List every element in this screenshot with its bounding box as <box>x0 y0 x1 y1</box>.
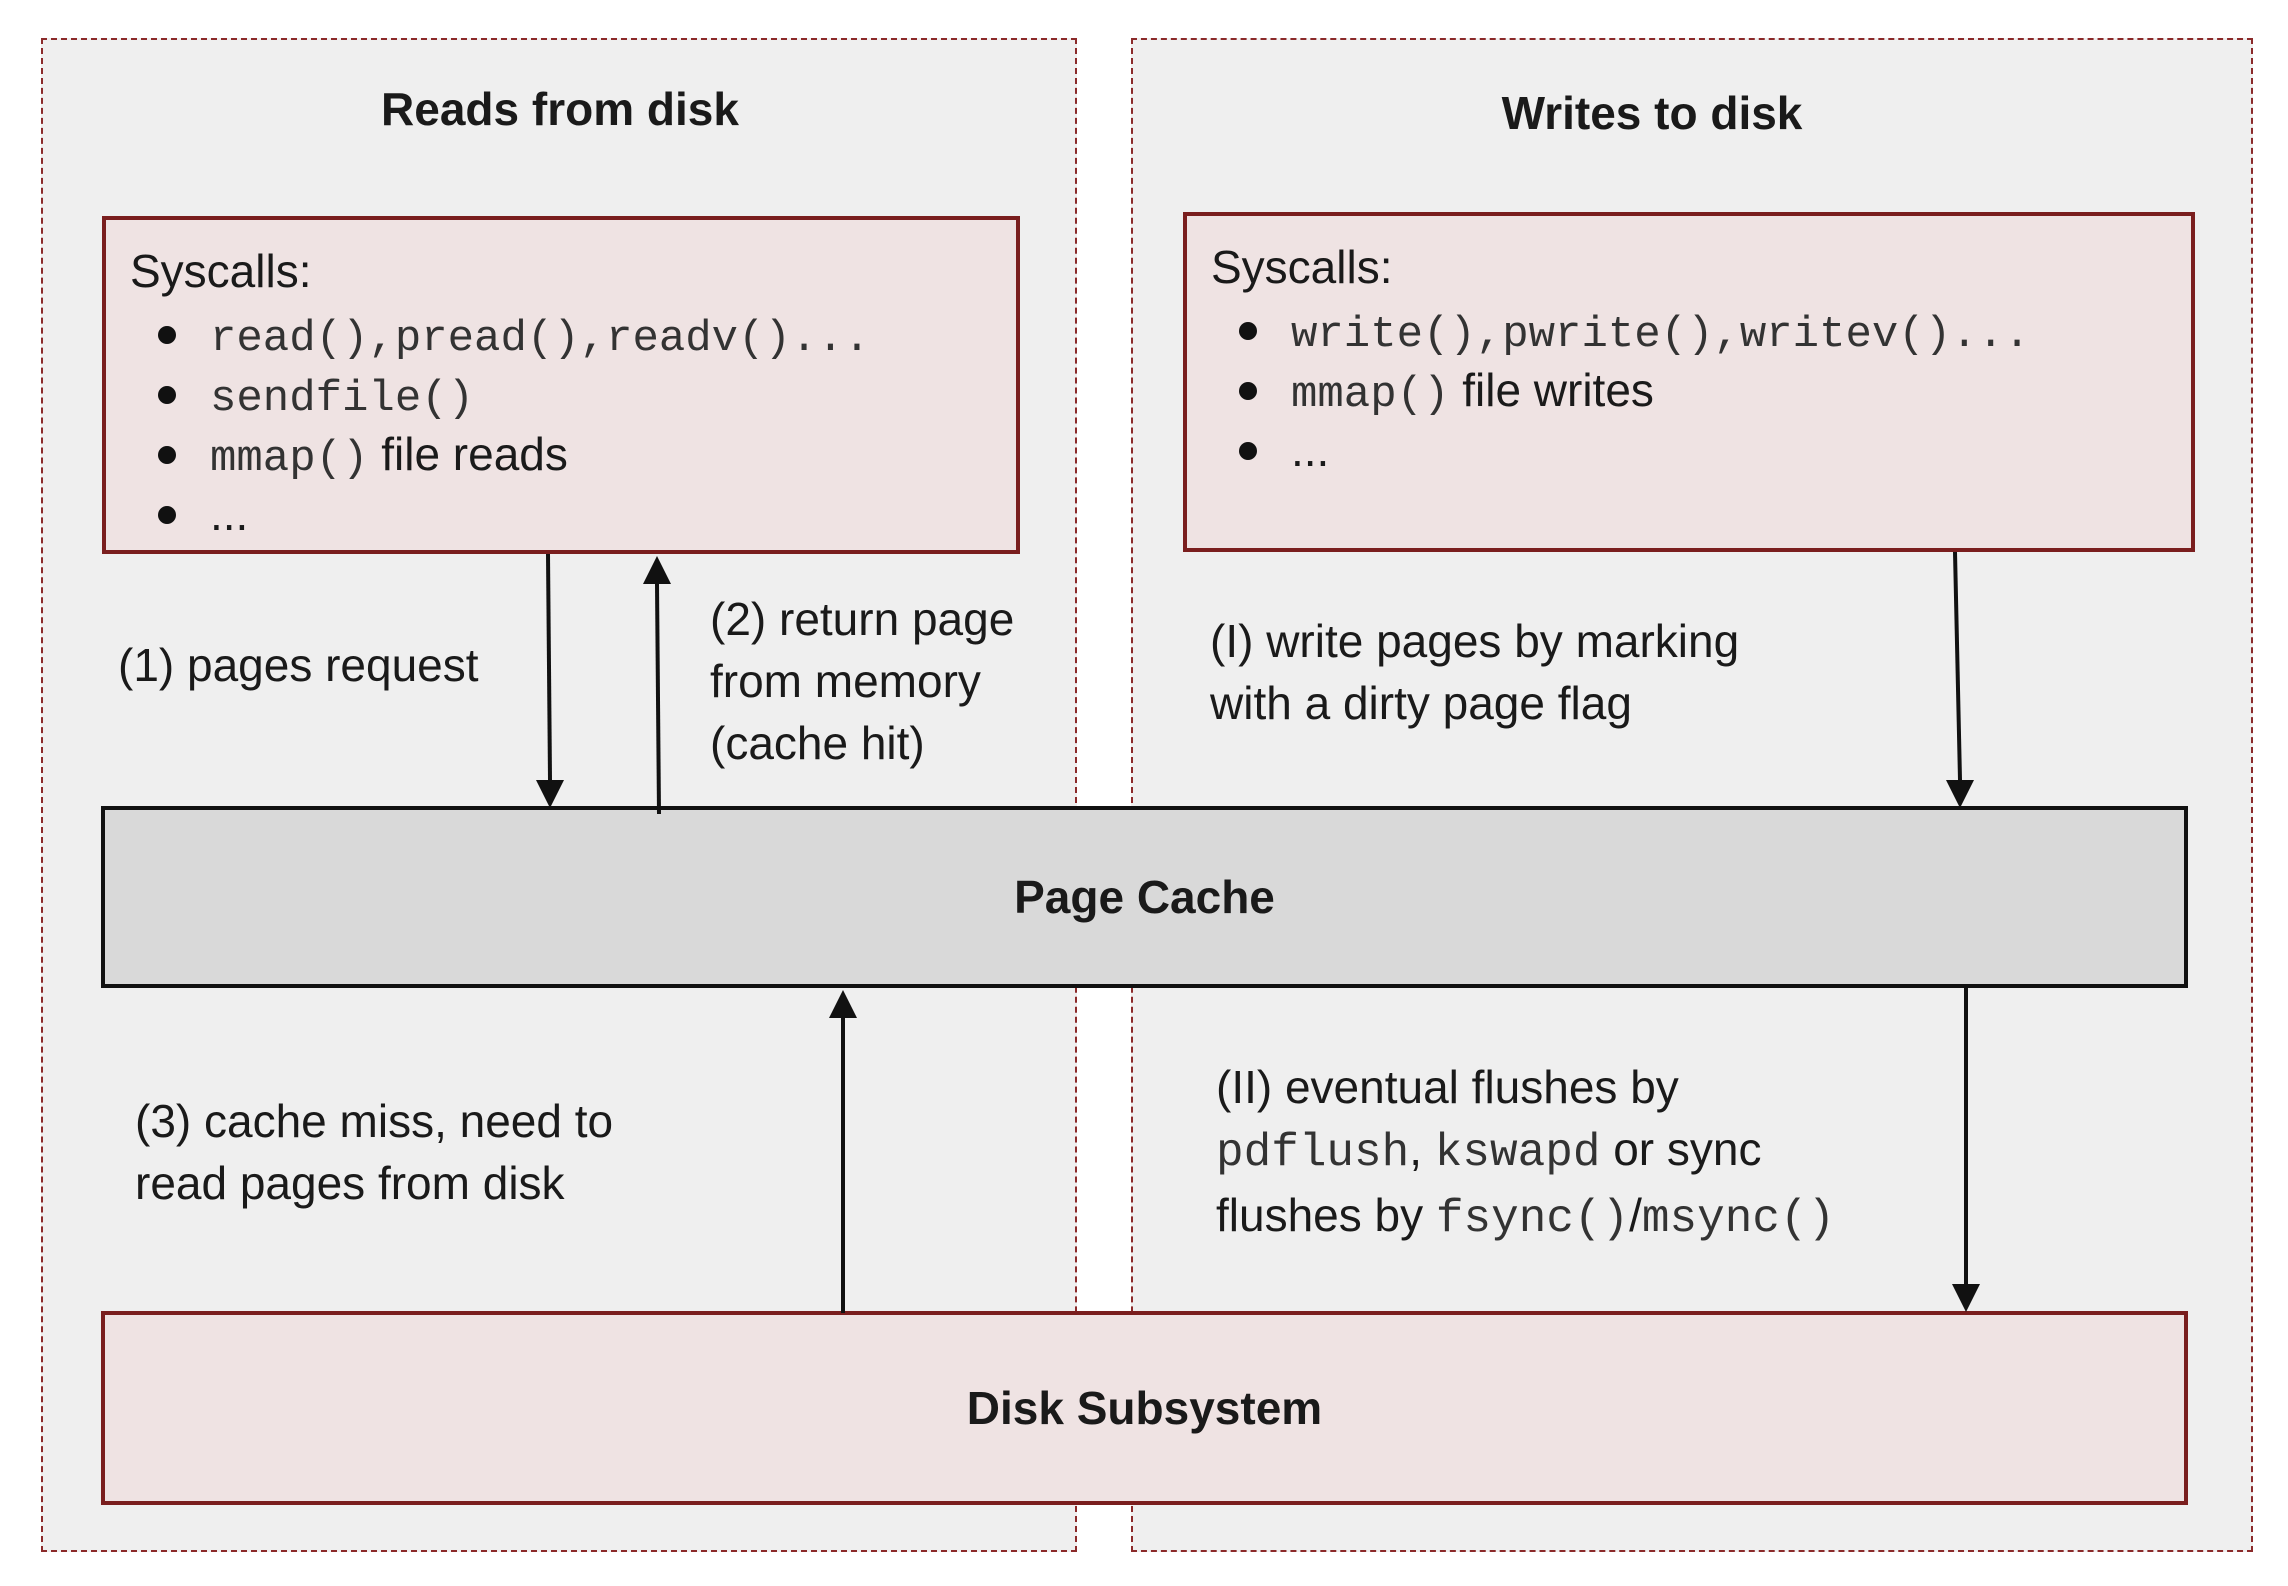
writes-syscall-more: ... <box>1291 424 1330 476</box>
reads-syscall-mmap-text: file reads <box>368 428 568 480</box>
writes-syscall-mmap-text: file writes <box>1449 364 1654 416</box>
cache-miss-line1: (3) cache miss, need to <box>135 1095 614 1147</box>
reads-syscall-sendfile: sendfile() <box>210 374 475 424</box>
writes-syscalls-list: write(),pwrite(),writev()... mmap() file… <box>1187 300 2030 480</box>
reads-syscalls-list: read(),pread(),readv()... sendfile() mma… <box>106 304 870 544</box>
kswapd-code: kswapd <box>1434 1127 1601 1179</box>
reads-syscall-more: ... <box>210 488 249 540</box>
list-item: write(),pwrite(),writev()... <box>1187 300 2030 360</box>
fsync-code: fsync() <box>1435 1193 1630 1245</box>
write-pages-line2: with a dirty page flag <box>1210 677 1632 729</box>
writes-syscall-write: write(),pwrite(),writev()... <box>1291 310 2031 360</box>
reads-title: Reads from disk <box>381 83 739 135</box>
flushes-sync-text: or sync <box>1600 1123 1762 1175</box>
write-pages-line1: (I) write pages by marking <box>1210 615 1740 667</box>
flushes-line2: pdflush, kswapd or sync <box>1216 1118 1835 1184</box>
writes-syscalls-box: Syscalls: write(),pwrite(),writev()... m… <box>1183 212 2195 552</box>
return-page-line1: (2) return page <box>710 593 1015 645</box>
disk-subsystem-label: Disk Subsystem <box>966 1382 1323 1434</box>
reads-syscalls-box: Syscalls: read(),pread(),readv()... send… <box>102 216 1020 554</box>
list-item: sendfile() <box>106 364 870 424</box>
pages-request-annotation: (1) pages request <box>118 634 479 696</box>
reads-syscall-mmap: mmap() <box>210 434 369 484</box>
cache-miss-line2: read pages from disk <box>135 1157 565 1209</box>
msync-code: msync() <box>1641 1193 1836 1245</box>
disk-subsystem-block: Disk Subsystem <box>101 1311 2188 1505</box>
list-item: mmap() file writes <box>1187 360 2030 420</box>
flushes-sep2: / <box>1629 1189 1642 1241</box>
list-item: ... <box>1187 420 2030 480</box>
page-cache-label: Page Cache <box>1014 871 1275 923</box>
flushes-by-text: flushes by <box>1216 1189 1436 1241</box>
list-item: mmap() file reads <box>106 424 870 484</box>
writes-syscall-mmap: mmap() <box>1291 370 1450 420</box>
page-cache-block: Page Cache <box>101 806 2188 988</box>
return-page-annotation: (2) return page from memory (cache hit) <box>710 588 1014 774</box>
list-item: read(),pread(),readv()... <box>106 304 870 364</box>
return-page-line3: (cache hit) <box>710 717 925 769</box>
writes-title: Writes to disk <box>1501 87 1803 139</box>
pages-request-text: (1) pages request <box>118 639 479 691</box>
reads-syscall-read: read(),pread(),readv()... <box>210 314 871 364</box>
writes-syscalls-label: Syscalls: <box>1211 241 1393 293</box>
pdflush-code: pdflush <box>1216 1127 1410 1179</box>
flushes-annotation: (II) eventual flushes by pdflush, kswapd… <box>1216 1056 1835 1250</box>
cache-miss-annotation: (3) cache miss, need to read pages from … <box>135 1090 613 1214</box>
list-item: ... <box>106 484 870 544</box>
write-pages-annotation: (I) write pages by marking with a dirty … <box>1210 610 1739 734</box>
return-page-line2: from memory <box>710 655 981 707</box>
flushes-line1: (II) eventual flushes by <box>1216 1061 1679 1113</box>
flushes-sep1: , <box>1409 1123 1435 1175</box>
reads-syscalls-label: Syscalls: <box>130 245 312 297</box>
flushes-line3: flushes by fsync()/msync() <box>1216 1184 1835 1250</box>
